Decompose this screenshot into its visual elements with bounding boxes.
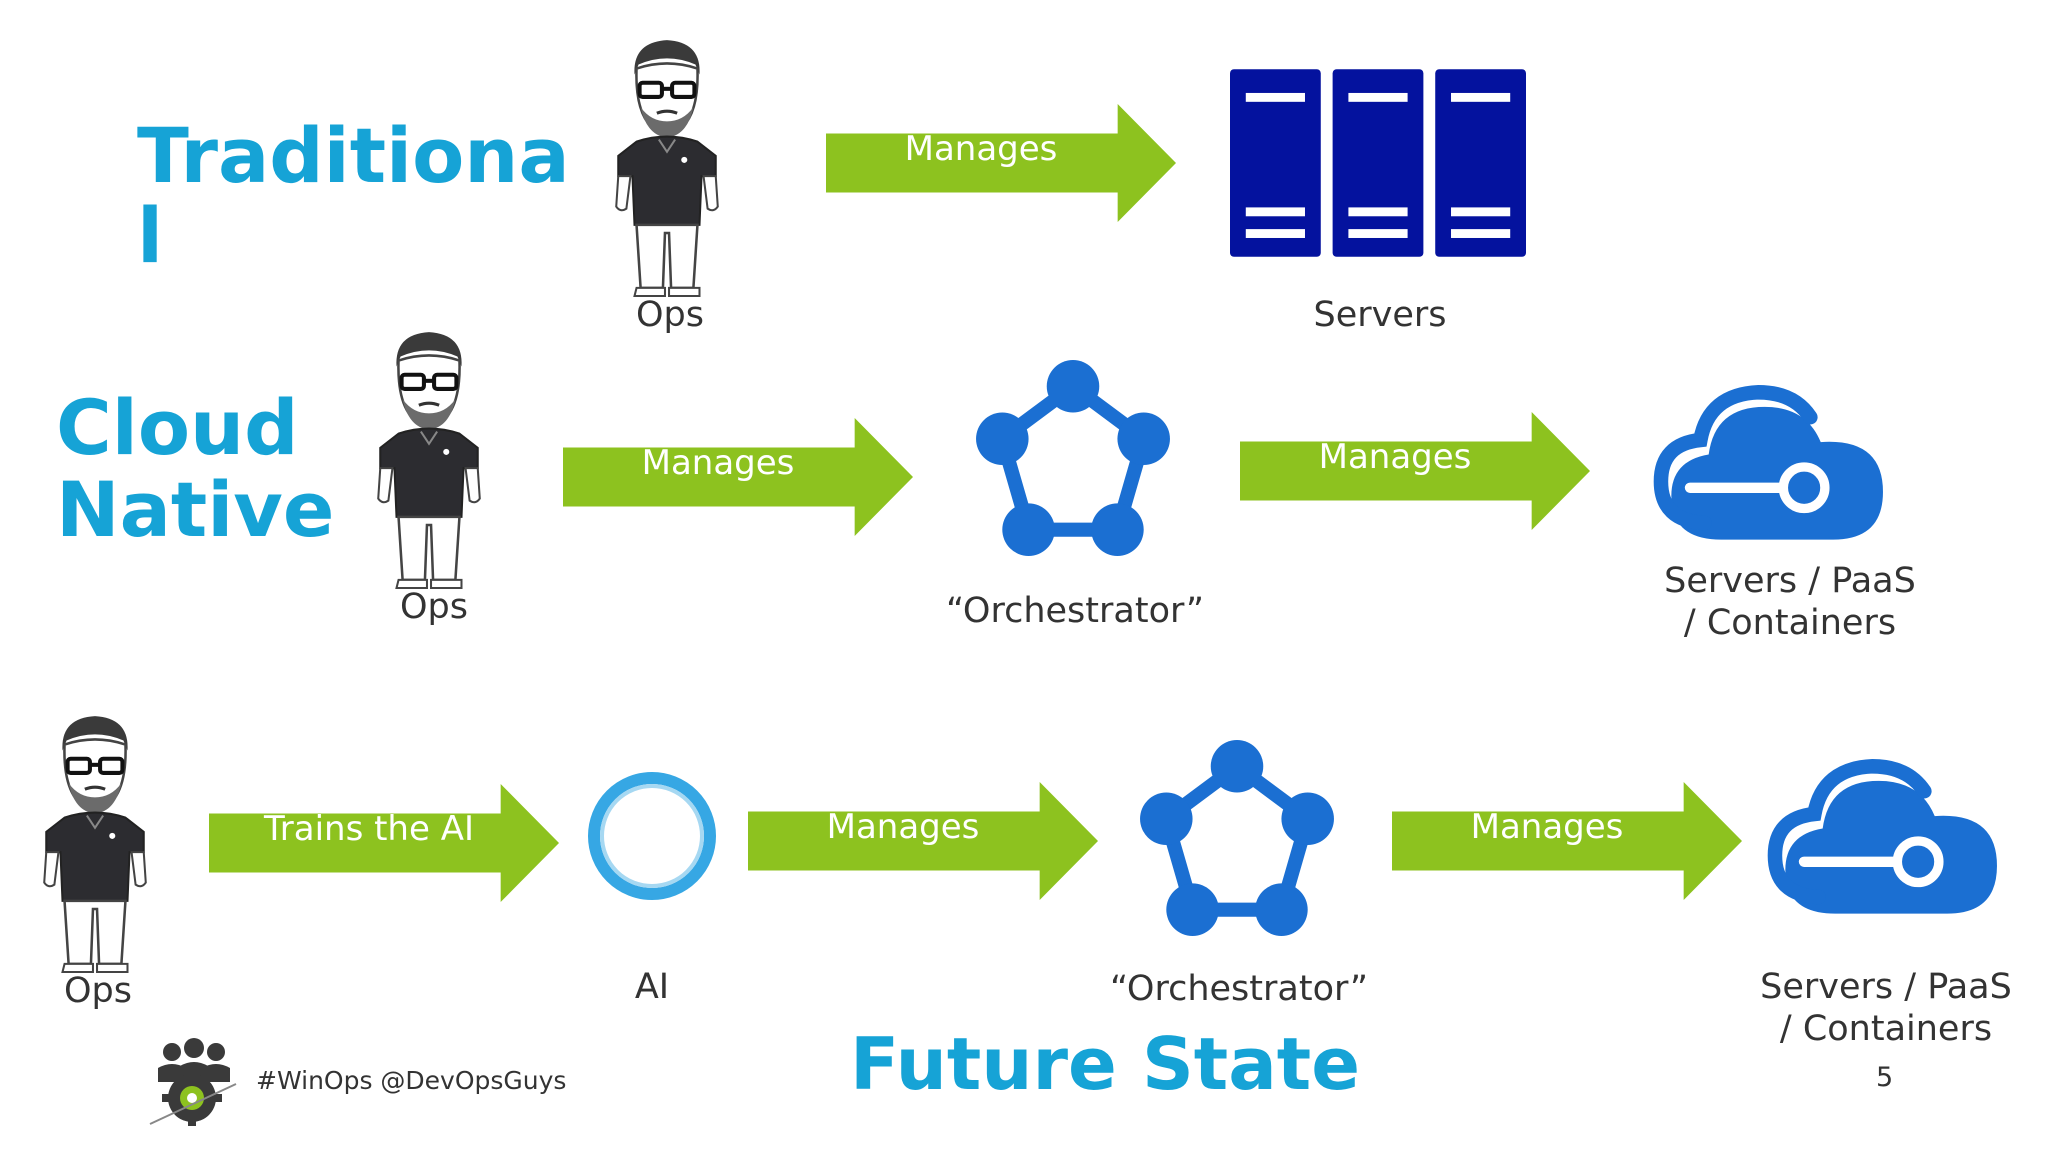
arrow-label: Trains the AI [264,809,474,849]
orchestrator-icon [1136,740,1338,942]
cloud-target-label: Servers / PaaS / Containers [1640,560,1940,644]
arrow-label: Manages [826,807,980,847]
heading-traditional-line2: l [137,191,164,280]
servers-icon [1230,68,1526,258]
cloud-target-label-line1: Servers / PaaS [1760,967,2012,1007]
cloud-icon [1762,758,2012,924]
orchestrator-icon [972,360,1174,562]
arrow-label: Manages [1470,807,1624,847]
footer-hashtags: #WinOps @DevOpsGuys [256,1066,567,1095]
cloud-target-label-line2: / Containers [1779,1009,1993,1049]
ops-label: Ops [399,587,468,627]
cloud-target-label: Servers / PaaS / Containers [1736,966,2036,1050]
cloud-target-label-line1: Servers / PaaS [1664,561,1916,601]
manages-arrow: Manages [563,418,913,536]
heading-cloud-native-line1: Cloud [56,383,299,472]
arrow-label: Manages [1318,437,1472,477]
manages-arrow: Manages [1240,412,1590,530]
manages-arrow: Manages [748,782,1098,900]
arrow-label: Manages [641,443,795,483]
arrow-label: Manages [904,129,1058,169]
heading-traditional-line1: Traditiona [137,111,570,200]
heading-cloud-native-line2: Native [56,465,335,554]
cloud-target-label-line2: / Containers [1683,603,1897,643]
manages-arrow: Manages [826,104,1176,222]
cortana-ai-icon [588,772,716,900]
trains-ai-arrow: Trains the AI [209,784,559,902]
ops-person-icon [598,34,736,298]
ai-label: AI [634,967,670,1007]
heading-traditional: Traditiona l [137,118,570,274]
ops-label: Ops [63,971,132,1011]
servers-label: Servers [1313,295,1447,335]
ops-person-icon [360,326,498,590]
orchestrator-label: “Orchestrator” [1110,969,1368,1009]
ops-label: Ops [635,295,704,335]
cloud-icon [1648,384,1898,550]
orchestrator-label: “Orchestrator” [946,591,1204,631]
ops-person-icon [26,710,164,974]
heading-cloud-native: Cloud Native [56,390,334,548]
heading-future-state: Future State [850,1022,1361,1106]
manages-arrow: Manages [1392,782,1742,900]
devopsguys-logo-icon [149,1038,237,1126]
page-number: 5 [1876,1062,1894,1093]
